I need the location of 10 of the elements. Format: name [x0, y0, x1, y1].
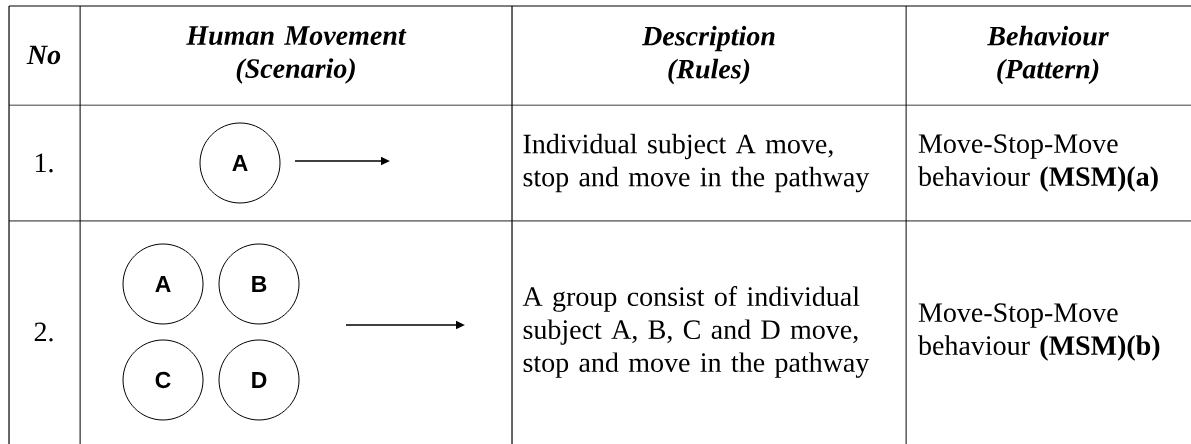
header-text: Human Movement (Scenario) [186, 26, 407, 84]
cell-text: Individual subject A move, stop and move in the pathway [523, 133, 870, 193]
header-text: Behaviour (Pattern) [987, 25, 1109, 85]
cell-text: 2. [34, 322, 53, 342]
header-text: Description (Rules) [641, 25, 775, 85]
header-text: No [26, 45, 61, 65]
cell-text: 1. [36, 153, 53, 173]
cell-text: Move-Stop-Move behaviour (MSM)(b) [918, 303, 1160, 361]
cell-text: Move-Stop-Move behaviour (MSM)(a) [918, 134, 1158, 192]
cell-text: A group consist of individual subject A, B, C and D move, stop and move in the pathway [522, 286, 870, 378]
